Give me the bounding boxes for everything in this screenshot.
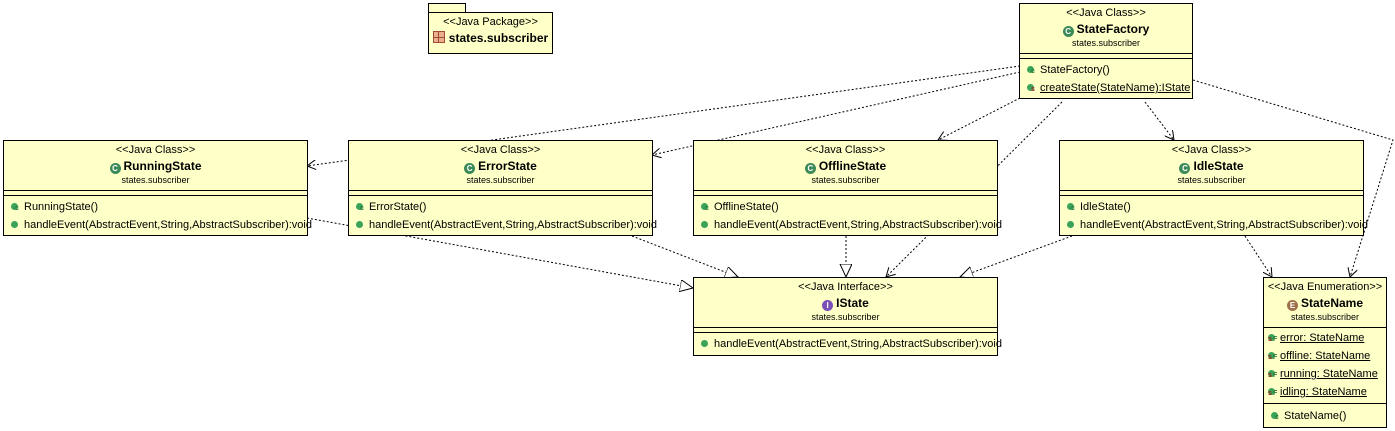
class-stereotype: <<Java Class>> <box>115 144 196 156</box>
member-method[interactable]: handleEvent(AbstractEvent,String,Abstrac… <box>694 335 1002 353</box>
interface-package: states.subscriber <box>811 312 880 322</box>
public-method-icon <box>1067 221 1074 228</box>
dep-idle-statename <box>1244 235 1272 277</box>
member-method[interactable]: handleEvent(AbstractEvent,String,Abstrac… <box>349 216 657 234</box>
dep-factory-idle <box>1144 101 1174 140</box>
public-method-icon <box>701 340 708 347</box>
enum-stereotype: <<Java Enumeration>> <box>1267 281 1383 293</box>
attributes-compartment <box>1060 191 1363 196</box>
class-package: states.subscriber <box>466 175 535 185</box>
class-name: IdleState <box>1193 159 1244 173</box>
attributes-compartment <box>349 191 652 196</box>
realize-idle-istate <box>960 235 1073 277</box>
class-name: OfflineState <box>818 159 887 173</box>
public-method-icon <box>11 221 18 228</box>
package-states-subscriber[interactable]: <<Java Package>> states.subscriber <box>428 3 554 55</box>
enum-name: StateName <box>1300 296 1364 310</box>
class-package: states.subscriber <box>1177 175 1246 185</box>
class-c-icon: C <box>464 163 476 174</box>
class-stereotype: <<Java Class>> <box>1171 144 1252 156</box>
enum-package: states.subscriber <box>1290 312 1360 322</box>
class-c-icon: C <box>804 163 816 174</box>
public-method-icon: c <box>11 203 19 212</box>
attributes-compartment <box>694 328 997 333</box>
enum-e-icon: E <box>1286 300 1298 311</box>
public-method-icon: s <box>1027 84 1035 93</box>
realize-error-istate <box>631 235 738 277</box>
class-name: ErrorState <box>478 159 537 173</box>
class-package: states.subscriber <box>1071 38 1141 48</box>
package-name: states.subscriber <box>448 31 549 45</box>
interface-stereotype: <<Java Interface>> <box>798 281 893 293</box>
constructor-marker-icon: c <box>360 205 364 212</box>
public-method-icon: c <box>1067 203 1075 212</box>
class-c-icon: C <box>1062 26 1074 37</box>
class-name: StateFactory <box>1076 22 1150 36</box>
class-stereotype: <<Java Class>> <box>1066 7 1146 19</box>
interface-name: IState <box>836 296 869 310</box>
dep-factory-statename <box>1192 79 1394 277</box>
member-method[interactable]: handleEvent(AbstractEvent,String,Abstrac… <box>694 216 1002 234</box>
interface-i-icon: I <box>822 300 834 311</box>
constructor-marker-icon: c <box>1275 414 1279 421</box>
public-method-icon: c <box>701 203 709 212</box>
public-method-icon <box>701 221 708 228</box>
class-package: states.subscriber <box>121 175 190 185</box>
member-method[interactable]: handleEvent(AbstractEvent,String,Abstrac… <box>4 216 312 234</box>
static-marker-icon: s <box>1031 86 1035 93</box>
class-stereotype: <<Java Class>> <box>805 144 886 156</box>
constructor-marker-icon: c <box>705 205 709 212</box>
constructor-marker-icon: c <box>1071 205 1075 212</box>
constructor-marker-icon: c <box>1031 68 1035 75</box>
class-name: RunningState <box>123 159 202 173</box>
package-icon <box>432 31 445 43</box>
attributes-compartment <box>1020 54 1192 59</box>
public-method-icon <box>356 221 363 228</box>
public-method-icon: c <box>1271 412 1279 421</box>
dep-factory-error <box>652 71 1021 155</box>
constructor-marker-icon: c <box>15 205 19 212</box>
package-body: <<Java Package>> states.subscriber <box>428 12 553 54</box>
class-c-icon: C <box>1179 163 1191 174</box>
class-c-icon: C <box>109 163 121 174</box>
attributes-compartment <box>4 191 307 196</box>
member-method[interactable]: handleEvent(AbstractEvent,String,Abstrac… <box>1060 216 1368 234</box>
public-method-icon: c <box>1027 66 1035 75</box>
attributes-compartment <box>694 191 997 196</box>
class-package: states.subscriber <box>811 175 880 185</box>
class-stereotype: <<Java Class>> <box>460 144 541 156</box>
public-method-icon: c <box>356 203 364 212</box>
package-stereotype: <<Java Package>> <box>443 16 538 28</box>
dep-factory-offline <box>938 97 1021 140</box>
